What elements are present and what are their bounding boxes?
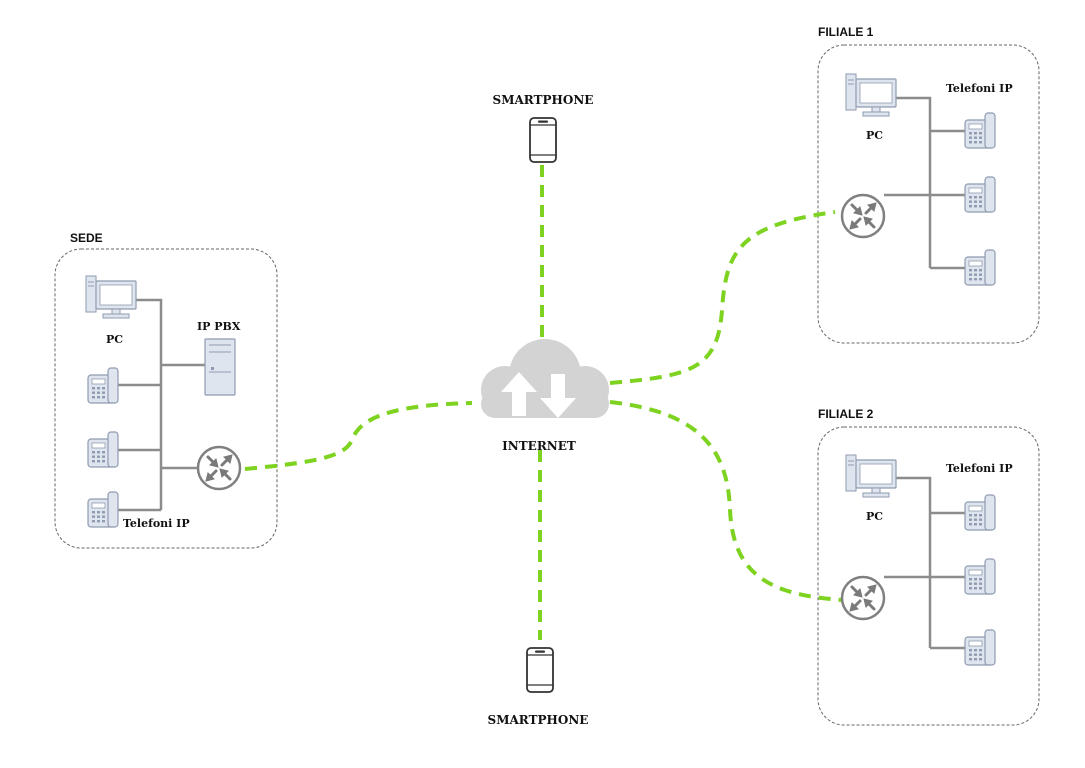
sede-title: SEDE bbox=[70, 231, 103, 245]
router-icon bbox=[196, 445, 242, 491]
sede-pbx-label: IP PBX bbox=[197, 320, 241, 333]
ip-phone-icon bbox=[87, 431, 119, 468]
pc-icon bbox=[845, 73, 897, 117]
smartphone-icon bbox=[526, 647, 554, 693]
sede-phones-label: Telefoni IP bbox=[123, 517, 190, 530]
filiale2-pc-label: PC bbox=[866, 510, 883, 523]
ip-phone-icon bbox=[964, 112, 996, 149]
smartphone-icon bbox=[529, 117, 557, 163]
pc-icon bbox=[85, 275, 137, 319]
filiale2-phones-label: Telefoni IP bbox=[946, 462, 1013, 475]
internet-label: INTERNET bbox=[502, 439, 576, 453]
smartphone-top-label: SMARTPHONE bbox=[493, 93, 594, 107]
filiale1-group-box bbox=[817, 44, 1040, 344]
server-icon bbox=[204, 338, 236, 396]
filiale1-phones-label: Telefoni IP bbox=[946, 82, 1013, 95]
filiale1-wire-pc bbox=[896, 96, 932, 268]
filiale1-pc-label: PC bbox=[866, 129, 883, 142]
filiale2-title: FILIALE 2 bbox=[818, 407, 874, 421]
link-sede-internet bbox=[244, 401, 473, 471]
router-icon bbox=[840, 575, 886, 621]
ip-phone-icon bbox=[87, 491, 119, 528]
ip-phone-icon bbox=[964, 629, 996, 666]
ip-phone-icon bbox=[964, 494, 996, 531]
ip-phone-icon bbox=[964, 249, 996, 286]
ip-phone-icon bbox=[87, 367, 119, 404]
link-internet-filiale2 bbox=[609, 400, 843, 602]
sede-pc-label: PC bbox=[106, 333, 123, 346]
link-internet-filiale1 bbox=[609, 210, 836, 385]
filiale2-wire-pc bbox=[896, 476, 932, 648]
sede-group-box bbox=[54, 248, 278, 549]
sede-wire-pc bbox=[136, 298, 163, 510]
cloud-icon bbox=[481, 339, 609, 418]
ip-phone-icon bbox=[964, 176, 996, 213]
filiale1-title: FILIALE 1 bbox=[818, 25, 874, 39]
router-icon bbox=[840, 193, 886, 239]
ip-phone-icon bbox=[964, 558, 996, 595]
filiale2-group-box bbox=[817, 426, 1040, 726]
smartphone-bottom-label: SMARTPHONE bbox=[488, 713, 589, 727]
pc-icon bbox=[845, 454, 897, 498]
